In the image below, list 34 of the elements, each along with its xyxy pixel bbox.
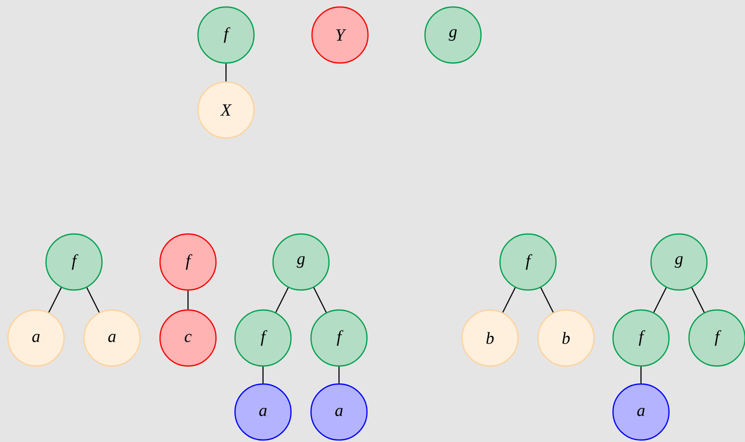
- circle-node: f: [159, 233, 217, 291]
- circle-node: X: [197, 81, 255, 139]
- tree-edge: [275, 287, 289, 313]
- circle-node: f: [45, 233, 103, 291]
- circle-node: f: [612, 309, 670, 367]
- circle-node: c: [159, 309, 217, 367]
- circle-node: b: [461, 309, 519, 367]
- circle-node: a: [612, 383, 670, 441]
- tree-edge: [187, 290, 189, 310]
- tree-edge: [48, 287, 62, 313]
- circle-node: b: [537, 309, 595, 367]
- circle-node: a: [234, 383, 292, 441]
- circle-node: g: [650, 233, 708, 291]
- circle-node: a: [310, 383, 368, 441]
- tree-edge: [502, 287, 516, 313]
- circle-node: g: [272, 233, 330, 291]
- tree-edge: [653, 287, 667, 313]
- tree-edge: [262, 366, 264, 384]
- tree-edge: [225, 64, 227, 82]
- circle-node: a: [7, 309, 65, 367]
- tree-edge: [691, 287, 705, 313]
- circle-node: f: [310, 309, 368, 367]
- tree-edge: [338, 366, 340, 384]
- circle-node: f: [499, 233, 557, 291]
- circle-node: g: [424, 6, 482, 64]
- tree-edge: [540, 287, 554, 313]
- circle-node: f: [197, 6, 255, 64]
- tree-edge: [313, 287, 327, 313]
- circle-node: f: [234, 309, 292, 367]
- circle-node: a: [83, 309, 141, 367]
- tree-edge: [86, 287, 100, 313]
- tree-edge: [640, 366, 642, 384]
- circle-node: Y: [311, 6, 369, 64]
- circle-node: f: [688, 309, 745, 367]
